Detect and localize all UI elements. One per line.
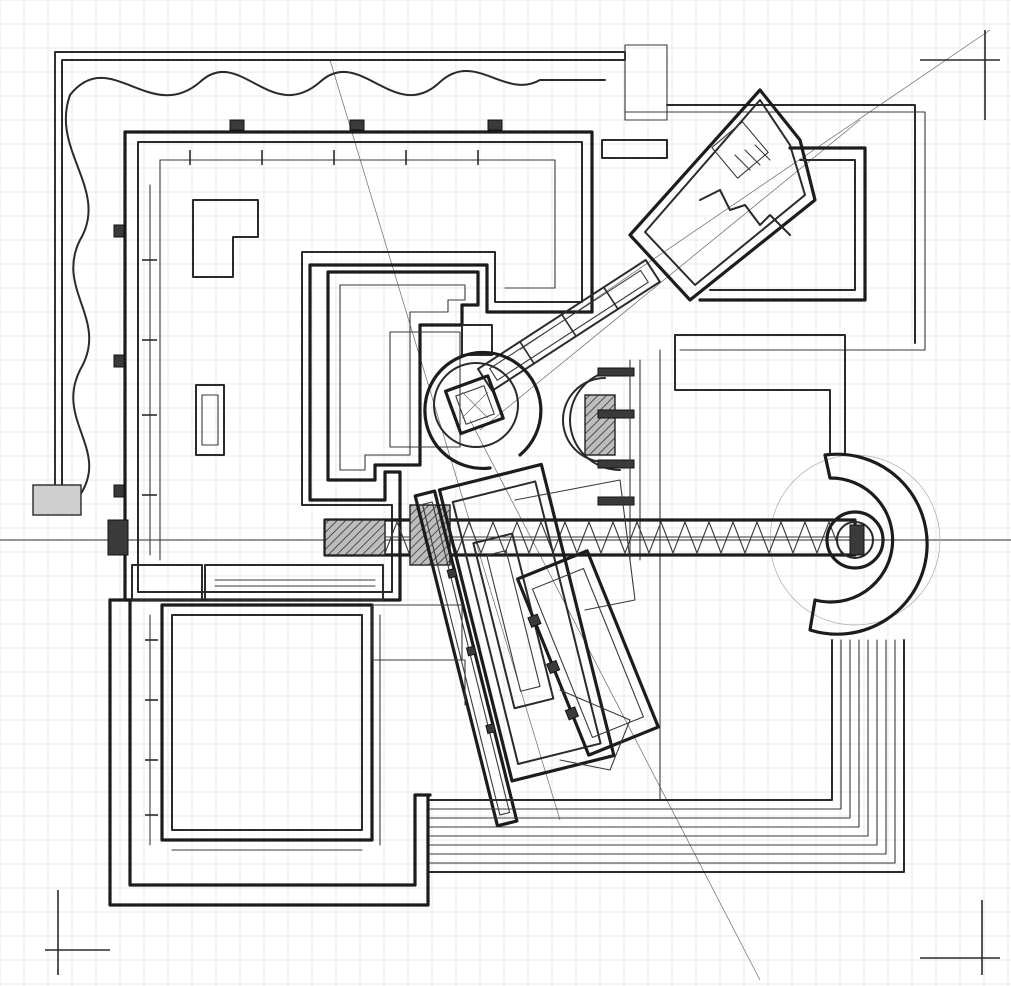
angled-bridge bbox=[476, 259, 661, 392]
north-garden-wall bbox=[32, 44, 926, 516]
east-drum bbox=[808, 452, 929, 636]
angled-tower-wing bbox=[601, 88, 867, 302]
stepped-terrace bbox=[429, 639, 905, 873]
main-gallery-block bbox=[107, 119, 594, 602]
corner-crop-marks bbox=[45, 30, 1000, 975]
inner-stair-court bbox=[326, 270, 493, 482]
south-west-gallery bbox=[108, 598, 466, 907]
east-courtyard-walls bbox=[659, 334, 846, 801]
rotated-gallery-slabs bbox=[413, 462, 660, 828]
east-lobby-screens bbox=[562, 359, 641, 561]
rotunda bbox=[423, 350, 543, 471]
column-markers bbox=[107, 119, 503, 556]
construction-lines bbox=[0, 29, 1011, 981]
